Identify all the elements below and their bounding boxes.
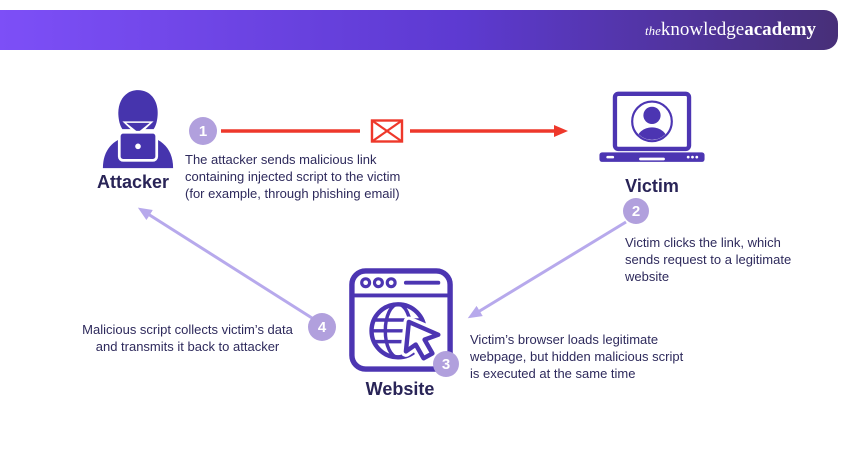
step-3-badge: 3 — [433, 351, 459, 377]
logo-knowledge: knowledge — [660, 19, 745, 40]
header-bar: theknowledgeacademy — [0, 10, 838, 50]
cursor-icon — [400, 316, 444, 364]
victim-label: Victim — [625, 176, 679, 196]
step-3-text: Victim’s browser loads legitimate webpag… — [470, 332, 684, 381]
step-4-badge: 4 — [308, 313, 336, 341]
website-icon — [349, 268, 453, 372]
arrow-victim-to-website — [467, 220, 627, 319]
step-1-text: The attacker sends malicious link contai… — [185, 152, 401, 201]
logo-the: the — [644, 23, 661, 38]
step-2-badge: 2 — [623, 198, 649, 224]
logo-academy: academy — [744, 19, 816, 40]
knowledge-academy-logo: theknowledgeacademy — [645, 19, 816, 41]
website-label: Website — [365, 379, 435, 399]
step-4-text: Malicious script collects victim’s data … — [82, 322, 293, 354]
arrow-website-to-attacker — [137, 207, 313, 320]
step-1-badge: 1 — [189, 117, 217, 145]
step-2-text: Victim clicks the link, which sends requ… — [625, 235, 792, 284]
email-envelope-icon — [370, 119, 404, 143]
victim-icon — [599, 91, 705, 162]
attacker-label: Attacker — [96, 172, 170, 192]
attacker-icon — [102, 90, 174, 169]
